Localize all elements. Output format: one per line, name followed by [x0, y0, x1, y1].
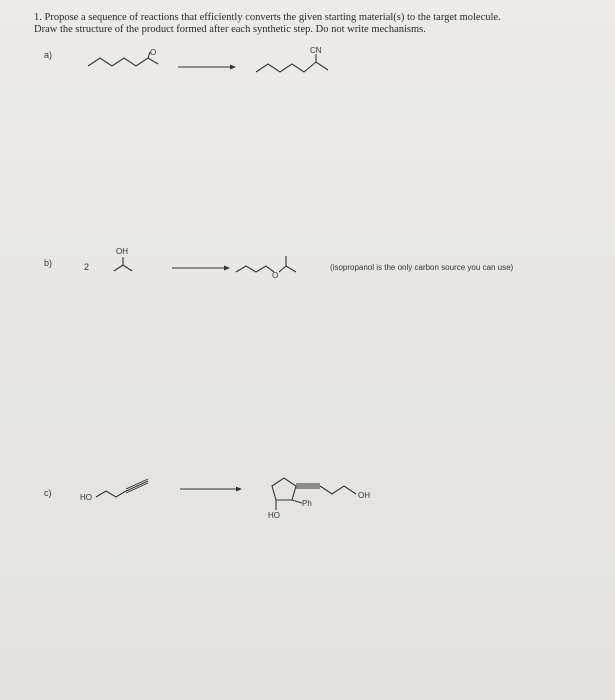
part-c-target-group-ph: Ph [302, 499, 312, 508]
part-a-start-atom-o: O [150, 48, 156, 57]
part-b-target-atom-o: O [272, 271, 278, 280]
part-c-start-molecule: HO [80, 478, 149, 502]
part-a-arrow [178, 64, 236, 70]
part-b-start-molecule: OH [113, 247, 133, 272]
part-a-start-molecule: O [87, 48, 159, 67]
part-c-target-molecule: Ph OH HO [268, 477, 370, 520]
part-c-label: c) [44, 488, 52, 498]
part-b-arrow [172, 265, 230, 271]
question-text: 1. Propose a sequence of reactions that … [34, 12, 594, 36]
part-c-target-group-oh: OH [358, 491, 370, 500]
question-line-2: Draw the structure of the product formed… [34, 24, 426, 35]
part-c-target-group-ho: HO [268, 511, 280, 520]
part-a-target-molecule: CN [255, 46, 329, 73]
part-b-start-group-oh: OH [116, 247, 128, 256]
part-b-coefficient: 2 [84, 262, 90, 272]
question-line-1: 1. Propose a sequence of reactions that … [34, 12, 501, 23]
part-b-label: b) [44, 258, 53, 268]
part-a-target-group-cn: CN [310, 46, 322, 55]
part-c-start-group-ho: HO [80, 493, 92, 502]
part-b-target-molecule: O [235, 256, 297, 280]
part-b-note: (isopropanol is the only carbon source y… [330, 263, 514, 272]
part-c-arrow [180, 486, 242, 492]
part-a-label: a) [44, 50, 53, 60]
